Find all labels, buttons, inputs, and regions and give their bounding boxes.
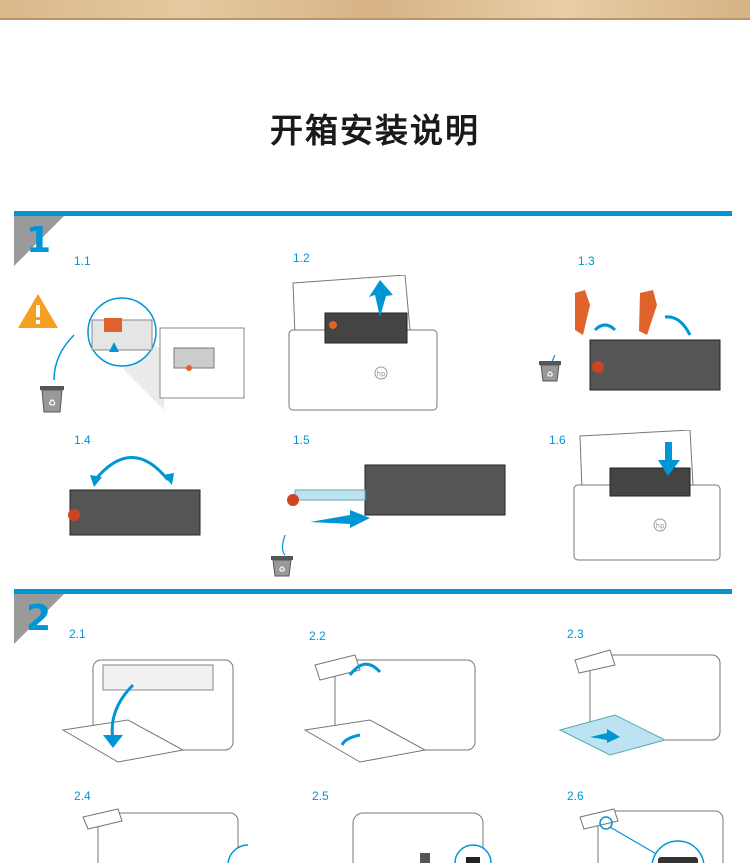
step-label: 2.2 bbox=[309, 629, 326, 643]
step-1-4-illustration bbox=[68, 456, 201, 536]
step-label: 2.4 bbox=[74, 789, 91, 803]
section-1-divider bbox=[14, 211, 732, 216]
wood-texture-banner bbox=[0, 0, 750, 20]
step-2-4-illustration bbox=[82, 808, 248, 863]
step-label: 1.3 bbox=[578, 254, 595, 268]
step-1-2-illustration: hp bbox=[288, 275, 438, 411]
step-2-1-illustration bbox=[61, 659, 234, 763]
section-2-divider bbox=[14, 589, 732, 594]
step-1-3-illustration: ♻ bbox=[539, 290, 721, 391]
svg-text:♻: ♻ bbox=[278, 565, 285, 574]
step-label: 2.5 bbox=[312, 789, 329, 803]
step-2-3-illustration bbox=[558, 649, 721, 756]
svg-text:♻: ♻ bbox=[546, 370, 553, 379]
hp-logo-icon: hp bbox=[374, 366, 388, 380]
section-2-badge: 2 bbox=[14, 594, 64, 644]
step-label: 1.5 bbox=[293, 433, 310, 447]
step-label: 2.6 bbox=[567, 789, 584, 803]
hp-logo-icon: hp bbox=[653, 518, 667, 532]
step-1-1-illustration: ♻ bbox=[18, 294, 245, 413]
recycle-bin-icon: ♻ bbox=[539, 361, 561, 382]
page-title: 开箱安装说明 bbox=[270, 111, 480, 150]
recycle-bin-icon: ♻ bbox=[271, 556, 293, 577]
recycle-bin-icon: ♻ bbox=[40, 386, 64, 413]
section-1-badge: 1 bbox=[14, 216, 64, 266]
step-label: 1.4 bbox=[74, 433, 91, 447]
svg-text:hp: hp bbox=[656, 522, 665, 530]
svg-text:hp: hp bbox=[377, 370, 386, 378]
step-2-2-illustration bbox=[303, 654, 476, 763]
svg-text:♻: ♻ bbox=[48, 399, 56, 409]
step-label: 1.2 bbox=[293, 251, 310, 265]
warning-icon bbox=[18, 294, 58, 328]
step-label: 1.1 bbox=[74, 254, 91, 268]
step-label: 2.1 bbox=[69, 627, 86, 641]
step-label: 2.3 bbox=[567, 627, 584, 641]
step-2-6-illustration bbox=[579, 808, 724, 863]
step-2-5-illustration bbox=[352, 812, 492, 863]
step-label: 1.6 bbox=[549, 433, 566, 447]
step-1-6-illustration: hp bbox=[573, 430, 721, 561]
step-1-5-illustration: ♻ bbox=[271, 464, 506, 577]
